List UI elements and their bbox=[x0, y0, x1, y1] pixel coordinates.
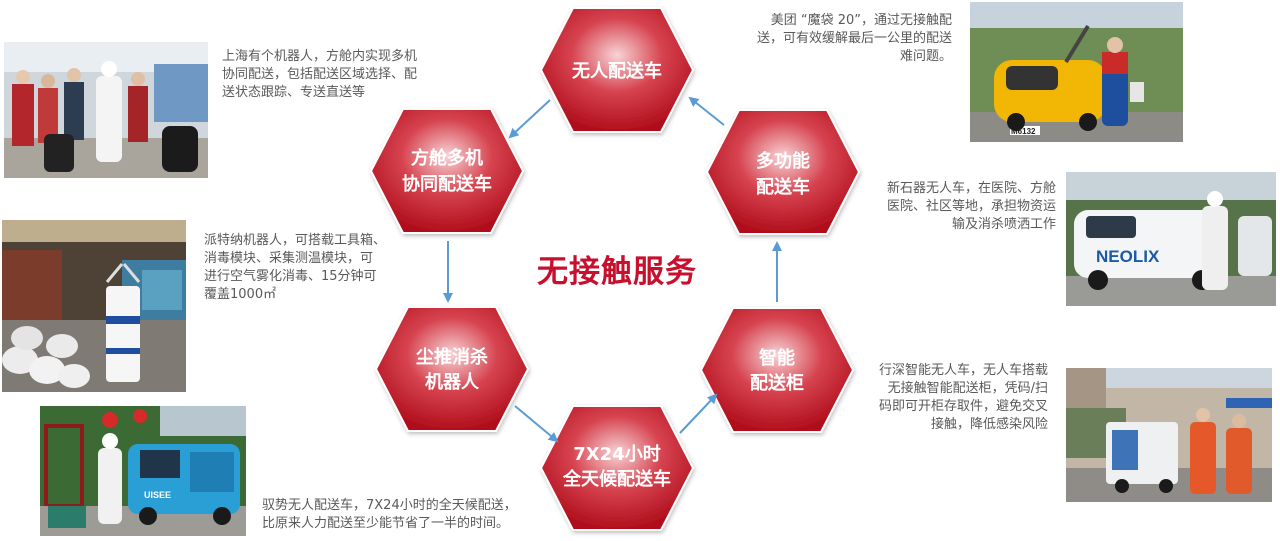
arrow-connector bbox=[508, 99, 551, 139]
hex-node-unmanned-delivery: 无人配送车 bbox=[539, 7, 695, 133]
arrow-connector bbox=[679, 393, 718, 434]
caption-yushi: 驭势无人配送车，7X24小时的全天候配送， 比原来人力配送至少能节省了一半的时间… bbox=[262, 497, 517, 533]
caption-line: 进行空气雾化消毒、15分钟可 bbox=[204, 269, 377, 284]
photo-yellow-delivery-car: M6132 bbox=[970, 2, 1183, 142]
caption-line: 接触，降低感染风险 bbox=[930, 417, 1048, 432]
hex-node-disinfection-robot: 尘推消杀 机器人 bbox=[374, 306, 530, 432]
caption-line: 覆盖1000㎡ bbox=[204, 287, 277, 302]
caption-line: 驭势无人配送车，7X24小时的全天候配送， bbox=[262, 498, 517, 513]
hex-label: 智能 bbox=[759, 347, 795, 369]
caption-fangcang: 上海有个机器人，方舱内实现多机 协同配送，包括配送区域选择、配 送状态跟踪、专送… bbox=[222, 48, 417, 102]
caption-line: 医院、社区等地，承担物资运 bbox=[886, 199, 1056, 214]
photo-neolix-vehicle: NEOLIX bbox=[1066, 172, 1276, 306]
hex-node-smart-locker: 智能 配送柜 bbox=[699, 307, 855, 433]
license-plate-text: M6132 bbox=[1011, 127, 1036, 136]
caption-line: 派特纳机器人，可搭载工具箱、 bbox=[204, 233, 387, 248]
hex-label: 无人配送车 bbox=[572, 60, 662, 82]
photo-warehouse-disinfection-robot bbox=[2, 220, 186, 392]
caption-xinshiqi: 新石器无人车，在医院、方舱 医院、社区等地，承担物资运 输及消杀喷洒工作 bbox=[887, 180, 1056, 234]
hex-label: 配送柜 bbox=[750, 372, 804, 394]
photo-smart-locker-vehicle bbox=[1066, 368, 1272, 502]
hex-node-cabin-collab-delivery: 方舱多机 协同配送车 bbox=[369, 108, 525, 234]
vehicle-logo-text: UISEE bbox=[144, 490, 171, 500]
caption-line: 行深智能无人车，无人车搭载 bbox=[878, 363, 1048, 378]
hex-label: 全天候配送车 bbox=[562, 468, 671, 490]
caption-line: 码即可开柜存取件，避免交叉 bbox=[878, 399, 1048, 414]
vehicle-brand-text: NEOLIX bbox=[1096, 247, 1160, 266]
arrow-connector bbox=[514, 405, 559, 443]
hex-label: 配送车 bbox=[756, 176, 810, 198]
caption-line: 无接触智能配送柜，凭码/扫 bbox=[887, 381, 1048, 396]
caption-meituan: 美团 “魔袋 20”，通过无接触配 送，可有效缓解最后一公里的配送 难问题。 bbox=[757, 12, 952, 66]
hex-label: 多功能 bbox=[756, 150, 810, 172]
caption-paitena: 派特纳机器人，可搭载工具箱、 消毒模块、采集测温模块，可 进行空气雾化消毒、15… bbox=[204, 232, 386, 304]
hex-label: 尘推消杀 bbox=[416, 346, 488, 368]
caption-line: 协同配送，包括配送区域选择、配 bbox=[222, 67, 418, 82]
caption-line: 新石器无人车，在医院、方舱 bbox=[886, 181, 1056, 196]
hex-label: 协同配送车 bbox=[402, 173, 492, 195]
caption-line: 上海有个机器人，方舱内实现多机 bbox=[222, 49, 418, 64]
caption-line: 送状态跟踪、专送直送等 bbox=[222, 85, 366, 100]
hex-label: 机器人 bbox=[425, 372, 480, 393]
diagram-title: 无接触服务 bbox=[537, 254, 697, 290]
arrow-connector bbox=[688, 96, 725, 126]
caption-line: 美团 “魔袋 20”，通过无接触配 bbox=[770, 13, 952, 28]
photo-blue-delivery-vehicle: UISEE bbox=[40, 406, 246, 536]
photo-cabin-robots bbox=[4, 42, 208, 178]
caption-xingshen: 行深智能无人车，无人车搭载 无接触智能配送柜，凭码/扫 码即可开柜存取件，避免交… bbox=[879, 362, 1048, 434]
caption-line: 输及消杀喷洒工作 bbox=[951, 217, 1056, 232]
caption-line: 消毒模块、采集测温模块，可 bbox=[204, 251, 374, 266]
caption-line: 难问题。 bbox=[899, 49, 952, 64]
hex-node-24h-delivery: 7X24小时 全天候配送车 bbox=[539, 405, 695, 531]
hex-label: 7X24小时 bbox=[573, 444, 660, 465]
hex-label: 方舱多机 bbox=[411, 147, 483, 169]
hex-node-multifunction-delivery: 多功能 配送车 bbox=[705, 109, 861, 235]
caption-line: 送，可有效缓解最后一公里的配送 bbox=[756, 31, 952, 46]
caption-line: 比原来人力配送至少能节省了一半的时间。 bbox=[262, 516, 510, 531]
